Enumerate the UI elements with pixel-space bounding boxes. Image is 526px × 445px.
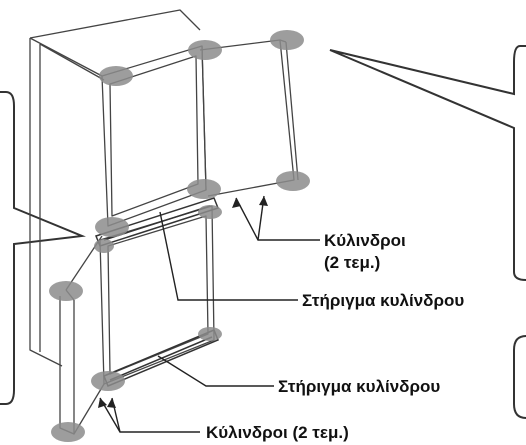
roller-upper-right: [198, 205, 222, 219]
leader-lines: [99, 195, 320, 433]
right-callout-bubble-lower: [513, 335, 526, 419]
hinge-top-center: [188, 40, 222, 60]
hinge-highlights: [49, 30, 310, 442]
hinge-bottom-left: [51, 422, 85, 442]
label-roller-support-bottom: Στήριγμα κυλίνδρου: [278, 377, 440, 396]
label-roller-support-top: Στήριγμα κυλίνδρου: [302, 291, 464, 310]
hinge-left-bottom-door: [49, 281, 83, 301]
hinge-mid-left: [95, 217, 129, 237]
left-callout-bubble: [0, 91, 86, 405]
upper-door-reversed: [199, 39, 299, 197]
hinge-mid-center: [187, 179, 221, 199]
hinge-top-left: [99, 66, 133, 86]
lower-door-reversed: [59, 235, 105, 435]
hinge-top-right: [270, 30, 304, 50]
hinge-mid-right: [276, 171, 310, 191]
leader-arrowheads: [98, 196, 268, 408]
label-rollers-top: Κύλινδροι: [324, 231, 406, 250]
right-callout-bubble-upper: [329, 45, 526, 281]
hinge-lower-left: [94, 239, 114, 253]
fridge-body: [29, 9, 201, 367]
hinge-lower-front: [91, 371, 125, 391]
label-rollers-top-count: (2 τεμ.): [324, 253, 380, 272]
label-rollers-bottom: Κύλινδροι (2 τεμ.): [206, 423, 349, 442]
roller-lower-right: [198, 327, 222, 341]
